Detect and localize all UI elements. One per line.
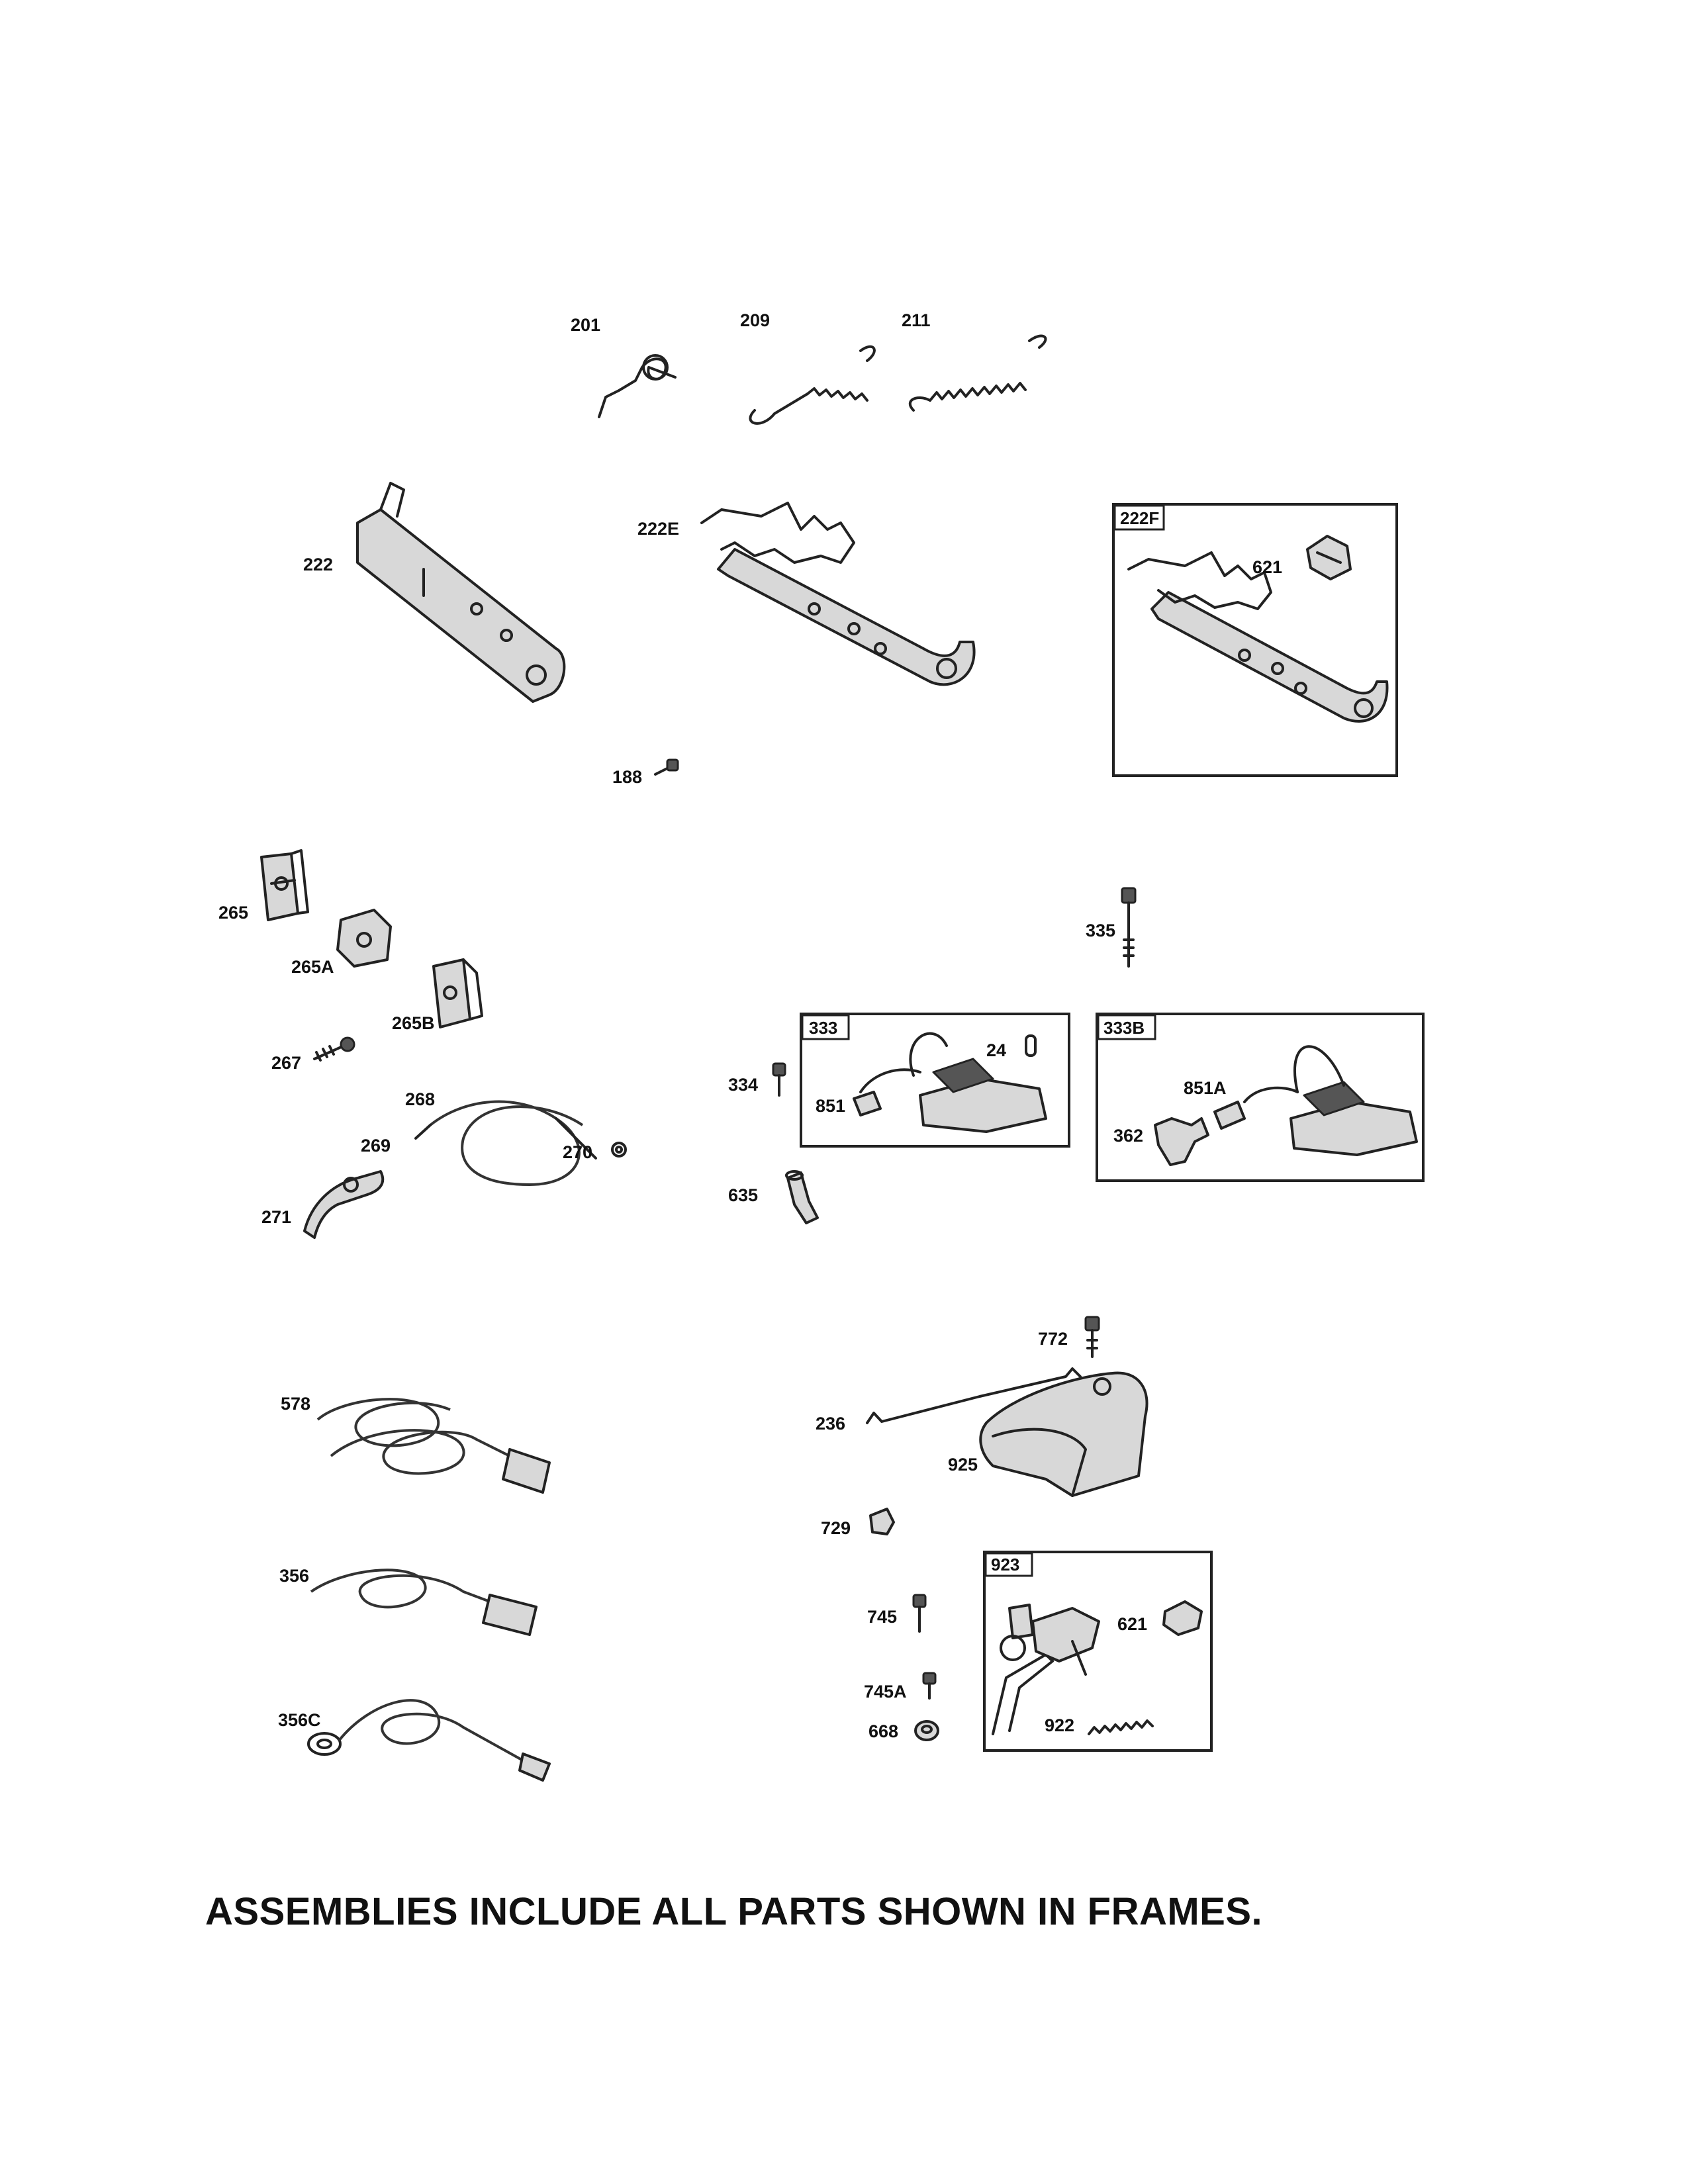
part-745A-bolt-icon bbox=[922, 1672, 937, 1700]
part-668-nut-icon bbox=[914, 1720, 939, 1741]
label-578: 578 bbox=[281, 1394, 310, 1414]
label-335: 335 bbox=[1086, 921, 1115, 940]
label-222: 222 bbox=[303, 555, 333, 574]
label-201: 201 bbox=[571, 315, 600, 335]
part-851A-terminal-icon bbox=[1213, 1101, 1246, 1130]
label-745: 745 bbox=[867, 1607, 897, 1627]
frame-333: 333 24 851 bbox=[800, 1013, 1070, 1148]
label-356C: 356C bbox=[278, 1710, 321, 1730]
part-265-clip-icon bbox=[260, 849, 309, 921]
part-851-terminal-icon bbox=[853, 1091, 882, 1116]
frame-label-333B: 333B bbox=[1103, 1018, 1145, 1038]
part-729-nut-icon bbox=[869, 1508, 895, 1535]
label-211: 211 bbox=[902, 310, 931, 330]
label-772: 772 bbox=[1038, 1329, 1068, 1349]
part-267-screw-icon bbox=[313, 1036, 355, 1062]
part-265A-plate-icon bbox=[336, 909, 392, 968]
label-222E: 222E bbox=[637, 519, 679, 539]
label-621-frame-923: 621 bbox=[1117, 1614, 1147, 1634]
part-222E-governor-bracket-icon bbox=[700, 502, 976, 686]
label-209: 209 bbox=[740, 310, 770, 330]
part-211-spring-icon bbox=[908, 334, 1047, 412]
label-271: 271 bbox=[261, 1207, 291, 1227]
label-922: 922 bbox=[1045, 1715, 1074, 1735]
part-265B-plate-icon bbox=[432, 958, 483, 1028]
part-333-ignition-armature-icon bbox=[859, 1032, 1047, 1133]
frame-923: 923 621 922 bbox=[983, 1551, 1213, 1752]
label-668: 668 bbox=[868, 1721, 898, 1741]
label-851A: 851A bbox=[1184, 1078, 1227, 1098]
part-923-governor-control-icon bbox=[992, 1604, 1100, 1735]
part-621-clip-icon bbox=[1162, 1600, 1203, 1636]
label-188: 188 bbox=[612, 767, 642, 787]
part-236-link-rod-icon bbox=[866, 1367, 1082, 1424]
label-356: 356 bbox=[279, 1566, 309, 1586]
part-772-bolt-icon bbox=[1084, 1316, 1100, 1358]
label-745A: 745A bbox=[864, 1682, 907, 1702]
part-621-clip-icon bbox=[1306, 535, 1352, 580]
label-729: 729 bbox=[821, 1518, 851, 1538]
label-621-frame-222F: 621 bbox=[1252, 557, 1282, 577]
part-270-nut-icon bbox=[611, 1142, 627, 1158]
part-362-spark-plug-boot-icon bbox=[1154, 1117, 1209, 1166]
part-356C-ground-wire-icon bbox=[307, 1699, 551, 1782]
part-188-bolt-icon bbox=[654, 758, 679, 776]
label-236: 236 bbox=[816, 1414, 845, 1433]
label-268: 268 bbox=[405, 1089, 435, 1109]
label-334: 334 bbox=[728, 1075, 758, 1095]
label-265: 265 bbox=[218, 903, 248, 923]
part-201-spring-icon bbox=[598, 354, 677, 418]
label-265A: 265A bbox=[291, 957, 334, 977]
frame-label-923: 923 bbox=[991, 1555, 1019, 1574]
frame-222F: 222F 621 bbox=[1112, 503, 1398, 777]
part-925-cover-icon bbox=[979, 1371, 1149, 1497]
part-922-spring-icon bbox=[1088, 1719, 1154, 1735]
part-334-bolt-icon bbox=[772, 1062, 786, 1097]
frame-label-333: 333 bbox=[809, 1018, 837, 1038]
assemblies-note: ASSEMBLIES INCLUDE ALL PARTS SHOWN IN FR… bbox=[205, 1890, 1263, 1933]
part-578-wire-harness-icon bbox=[316, 1398, 551, 1494]
label-265B: 265B bbox=[392, 1013, 435, 1033]
label-925: 925 bbox=[948, 1455, 978, 1475]
label-267: 267 bbox=[271, 1053, 301, 1073]
label-635: 635 bbox=[728, 1185, 758, 1205]
part-271-lever-icon bbox=[303, 1170, 385, 1239]
label-24: 24 bbox=[986, 1040, 1006, 1060]
part-356-wire-icon bbox=[310, 1569, 538, 1636]
label-269: 269 bbox=[361, 1136, 391, 1156]
part-745-bolt-icon bbox=[912, 1594, 927, 1633]
part-24-pin-icon bbox=[1025, 1034, 1037, 1057]
part-635-spark-plug-boot-icon bbox=[785, 1170, 819, 1224]
part-209-spring-icon bbox=[749, 345, 876, 425]
frame-333B: 333B 851A 362 bbox=[1096, 1013, 1425, 1182]
part-222F-governor-bracket-icon bbox=[1127, 551, 1389, 723]
frame-label-222F: 222F bbox=[1120, 508, 1159, 528]
label-851: 851 bbox=[816, 1096, 845, 1116]
label-362: 362 bbox=[1113, 1126, 1143, 1146]
part-335-bolt-icon bbox=[1121, 887, 1137, 968]
part-222-governor-bracket-icon bbox=[356, 482, 566, 703]
part-333B-ignition-armature-icon bbox=[1243, 1045, 1418, 1156]
part-268-cable-icon bbox=[414, 1100, 597, 1187]
label-270: 270 bbox=[563, 1142, 592, 1162]
